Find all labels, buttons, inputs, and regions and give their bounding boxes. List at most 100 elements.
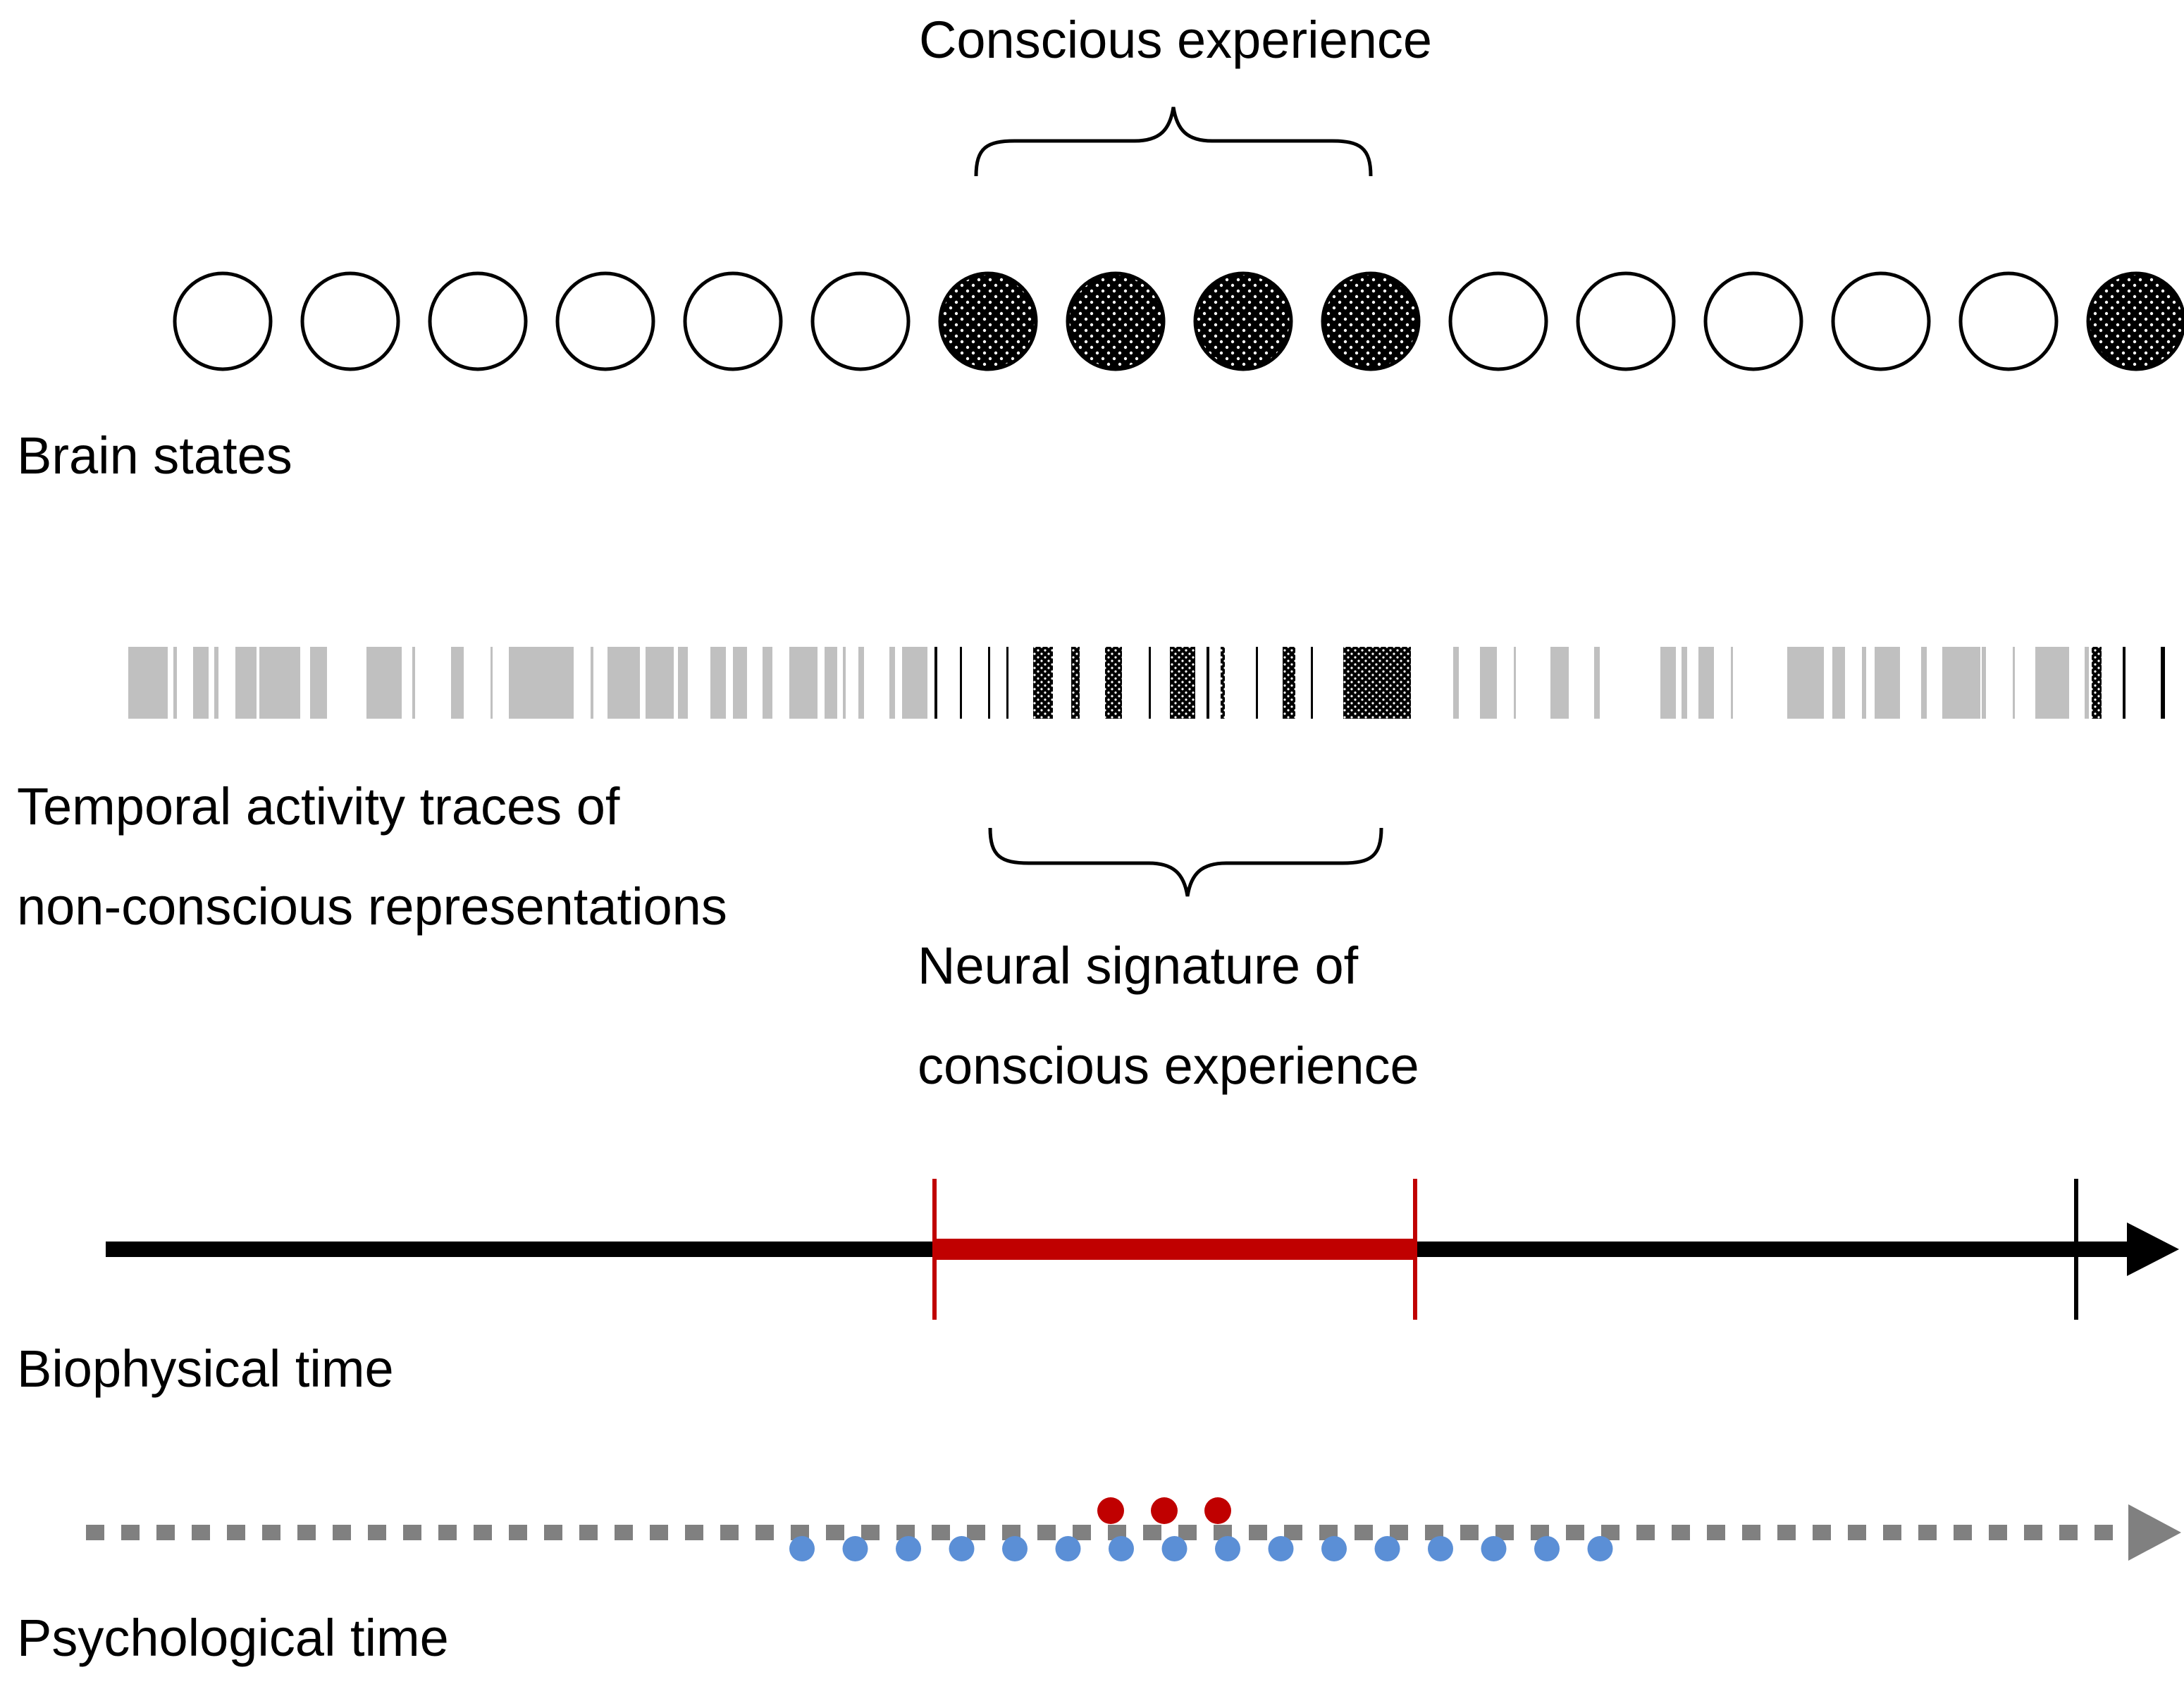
activity-trace-bar	[1594, 647, 1600, 719]
activity-trace-bar	[858, 647, 864, 719]
conscious-experience-brace	[974, 106, 1373, 177]
activity-trace-bar	[1105, 647, 1122, 719]
activity-trace-bar	[235, 647, 257, 719]
psychological-time-dots	[789, 1497, 1613, 1561]
activity-trace-bar	[1731, 647, 1733, 719]
psych-time-dot-blue	[1534, 1536, 1560, 1561]
activity-trace-bar	[2092, 647, 2102, 719]
activity-trace-bar	[1862, 647, 1866, 719]
activity-trace-bar	[1942, 647, 1980, 719]
psychological-time-label: Psychological time	[17, 1609, 449, 1667]
activity-trace-bar	[324, 647, 327, 719]
brain-state-active	[1321, 271, 1421, 371]
brain-state-inactive	[810, 271, 911, 371]
activity-trace-bar	[1480, 647, 1497, 719]
activity-trace-bar	[607, 647, 640, 719]
psych-time-dot-blue	[1374, 1536, 1400, 1561]
activity-trace-bar	[1256, 647, 1258, 719]
psych-time-dot-red	[1097, 1497, 1124, 1524]
psych-time-dot-blue	[1161, 1536, 1187, 1561]
activity-trace-bar	[451, 647, 464, 719]
activity-trace-bar	[491, 647, 493, 719]
activity-traces-row	[128, 647, 2165, 719]
activity-trace-bar	[1006, 647, 1008, 719]
brain-states-label: Brain states	[17, 426, 292, 485]
activity-trace-bar	[902, 647, 927, 719]
psych-time-dot-blue	[1215, 1536, 1240, 1561]
activity-trace-bar	[1682, 647, 1687, 719]
activity-trace-bar	[1982, 647, 1986, 719]
activity-trace-bar	[1071, 647, 1080, 719]
activity-trace-bar	[1283, 647, 1295, 719]
activity-trace-bar	[1832, 647, 1845, 719]
psych-time-dot-blue	[896, 1536, 921, 1561]
brain-state-inactive	[300, 271, 400, 371]
brain-state-inactive	[1958, 271, 2059, 371]
psych-time-dot-blue	[1055, 1536, 1081, 1561]
activity-trace-bar	[889, 647, 895, 719]
activity-trace-bar	[789, 647, 818, 719]
biophysical-time-label: Biophysical time	[17, 1339, 394, 1398]
activity-traces-label-line2: non-conscious representations	[17, 877, 727, 936]
neural-signature-label-line2: conscious experience	[918, 1036, 1419, 1095]
activity-trace-bar	[128, 647, 168, 719]
activity-trace-bar	[310, 647, 324, 719]
activity-trace-bar	[214, 647, 218, 719]
activity-trace-bar	[1453, 647, 1459, 719]
brain-state-inactive	[428, 271, 528, 371]
activity-trace-bar	[1550, 647, 1569, 719]
activity-trace-bar	[509, 647, 574, 719]
psych-time-dot-blue	[1002, 1536, 1028, 1561]
brain-state-active	[2086, 271, 2184, 371]
activity-trace-bar	[646, 647, 674, 719]
activity-trace-bar	[710, 647, 726, 719]
psych-time-dot-blue	[949, 1536, 975, 1561]
psych-time-dot-red	[1204, 1497, 1231, 1524]
activity-trace-bar	[843, 647, 846, 719]
brain-state-inactive	[1448, 271, 1548, 371]
psych-time-dot-blue	[1109, 1536, 1134, 1561]
activity-trace-bar	[988, 647, 990, 719]
psych-time-dot-blue	[1481, 1536, 1507, 1561]
activity-trace-bar	[1875, 647, 1900, 719]
activity-trace-bar	[366, 647, 402, 719]
activity-trace-bar	[1921, 647, 1927, 719]
brain-state-inactive	[1576, 271, 1676, 371]
psych-time-dot-red	[1151, 1497, 1178, 1524]
psych-time-dot-blue	[1321, 1536, 1347, 1561]
activity-trace-bar	[2035, 647, 2069, 719]
activity-trace-bar	[173, 647, 177, 719]
activity-trace-bar	[591, 647, 593, 719]
activity-trace-bar	[412, 647, 415, 719]
conscious-experience-label: Conscious experience	[919, 11, 1432, 69]
activity-trace-bar	[1221, 647, 1225, 719]
activity-trace-bar	[1698, 647, 1714, 719]
brain-state-inactive	[555, 271, 655, 371]
brain-state-inactive	[1831, 271, 1931, 371]
activity-trace-bar	[733, 647, 747, 719]
psychological-time-arrowhead	[2128, 1504, 2181, 1561]
neural-signature-brace	[988, 827, 1383, 897]
neural-signature-label-line1: Neural signature of	[918, 936, 1359, 995]
activity-trace-bar	[1514, 647, 1516, 719]
activity-trace-bar	[2123, 647, 2126, 719]
brain-state-inactive	[173, 271, 273, 371]
activity-trace-bar	[763, 647, 772, 719]
brain-state-active	[1066, 271, 1166, 371]
activity-trace-bar	[678, 647, 688, 719]
activity-trace-bar	[1207, 647, 1209, 719]
psych-time-dot-blue	[1268, 1536, 1294, 1561]
activity-trace-bar	[2085, 647, 2089, 719]
biophysical-time-arrowhead	[2127, 1222, 2179, 1276]
brain-state-active	[1193, 271, 1293, 371]
activity-trace-bar	[1660, 647, 1676, 719]
activity-trace-bar	[1343, 647, 1411, 719]
psych-time-dot-blue	[1428, 1536, 1453, 1561]
activity-trace-bar	[1033, 647, 1053, 719]
psych-time-dot-blue	[789, 1536, 815, 1561]
activity-trace-bar	[193, 647, 209, 719]
activity-trace-bar	[2161, 647, 2165, 719]
activity-traces-label-line1: Temporal activity traces of	[17, 777, 620, 836]
activity-trace-bar	[1170, 647, 1195, 719]
